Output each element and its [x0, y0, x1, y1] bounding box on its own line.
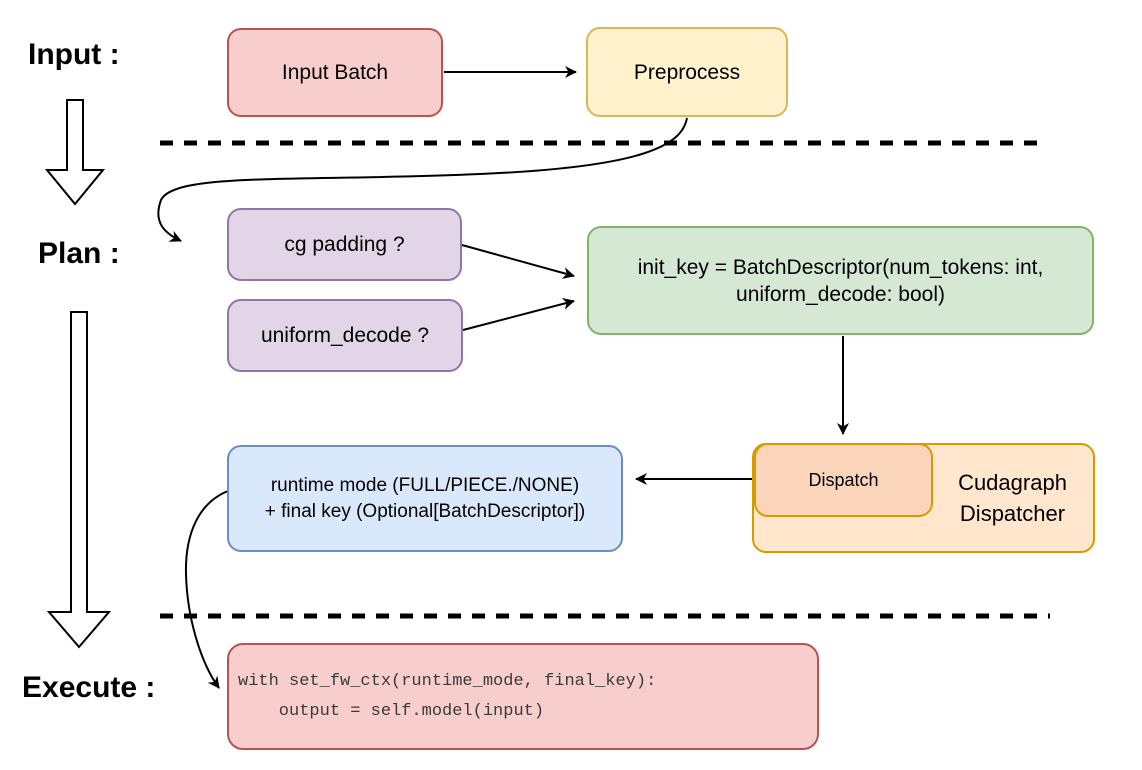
node-uniform-decode: uniform_decode ?: [227, 299, 463, 372]
node-execute-code: with set_fw_ctx(runtime_mode, final_key)…: [227, 643, 819, 750]
node-dispatch-label: Dispatch: [808, 469, 879, 490]
connector-cg-padding-to-init-key: [461, 244, 575, 279]
node-runtime-mode: runtime mode (FULL/PIECE./NONE) + final …: [227, 445, 623, 552]
connector-preprocess-to-cg-padding: [157, 117, 688, 242]
node-uniform-decode-label: uniform_decode ?: [260, 324, 430, 347]
stage-label-input: Input :: [28, 38, 120, 71]
cudagraph-label-line2: Dispatcher: [959, 501, 1066, 526]
stage-label-plan: Plan :: [38, 237, 120, 270]
node-runtime-mode-line1: runtime mode (FULL/PIECE./NONE): [270, 474, 580, 496]
node-cg-padding: cg padding ?: [227, 208, 462, 281]
node-cudagraph-dispatcher-label: Cudagraph Dispatcher: [930, 443, 1095, 553]
node-input-batch: Input Batch: [227, 28, 443, 117]
cudagraph-label-line1: Cudagraph: [958, 470, 1067, 495]
node-dispatch: Dispatch: [754, 443, 933, 517]
node-preprocess: Preprocess: [586, 27, 788, 117]
node-input-batch-label: Input Batch: [281, 61, 389, 84]
execute-code-line1: with set_fw_ctx(runtime_mode, final_key)…: [238, 671, 657, 691]
node-init-key-line2: uniform_decode: bool): [736, 282, 945, 306]
node-cg-padding-label: cg padding ?: [284, 233, 405, 256]
node-runtime-mode-line2: + final key (Optional[BatchDescriptor]): [264, 500, 586, 522]
stage-arrow-plan-to-execute: [46, 311, 112, 649]
connector-uniform-decode-to-init-key: [462, 297, 575, 331]
node-init-key-line1: init_key = BatchDescriptor(num_tokens: i…: [637, 255, 1044, 279]
stage-arrow-input-to-plan: [44, 99, 106, 206]
node-init-key: init_key = BatchDescriptor(num_tokens: i…: [587, 226, 1094, 335]
stage-label-execute: Execute :: [22, 671, 156, 704]
node-preprocess-label: Preprocess: [633, 60, 741, 84]
connector-runtime-mode-to-execute-code: [184, 490, 229, 689]
execute-code-line2: output = self.model(input): [238, 701, 545, 721]
